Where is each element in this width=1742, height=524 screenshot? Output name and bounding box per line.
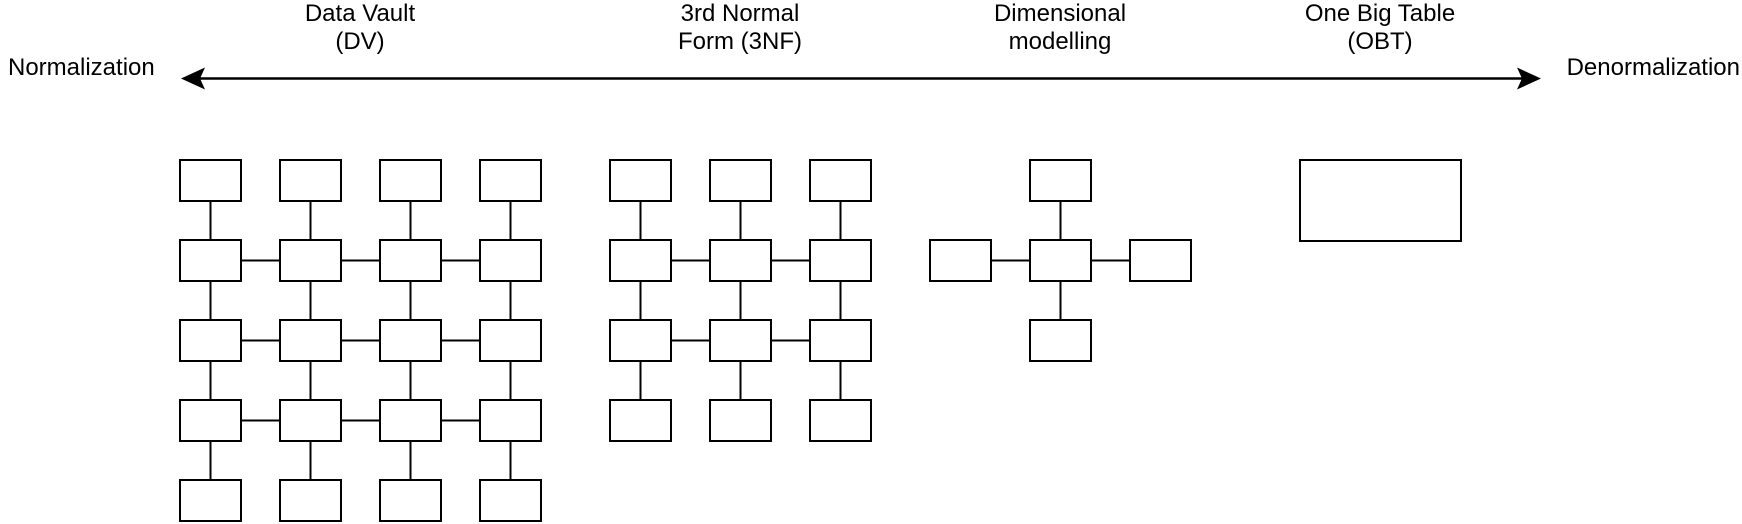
table-box [379, 159, 442, 202]
label-obt-line2: (OBT) [1347, 28, 1413, 55]
table-box [1029, 239, 1092, 282]
table-box [709, 239, 772, 282]
table-box [609, 319, 672, 362]
label-dimensional-modelling: Dimensional modelling [994, 0, 1126, 56]
table-box [279, 479, 342, 522]
table-box [1029, 159, 1092, 202]
denormalization-label: Denormalization [1566, 54, 1740, 81]
one-big-table-diagram [1299, 159, 1462, 242]
label-obt-line1: One Big Table [1304, 0, 1456, 27]
table-box [709, 399, 772, 442]
data-vault-diagram [179, 159, 542, 522]
label-3nf: 3rd Normal Form (3NF) [678, 0, 802, 56]
table-box [179, 239, 242, 282]
table-box [379, 319, 442, 362]
table-box [709, 319, 772, 362]
table-box [1129, 239, 1192, 282]
table-box [809, 319, 872, 362]
label-dimensional-line2: modelling [1008, 28, 1112, 55]
table-box [479, 159, 542, 202]
normalization-label: Normalization [8, 54, 155, 81]
table-box [479, 319, 542, 362]
table-box [279, 159, 342, 202]
label-dimensional-line1: Dimensional [993, 0, 1127, 27]
spectrum-arrow [181, 67, 1541, 90]
label-one-big-table: One Big Table (OBT) [1305, 0, 1455, 56]
table-box [379, 239, 442, 282]
label-3nf-line1: 3rd Normal [680, 0, 800, 27]
label-data-vault-line2: (DV) [335, 28, 385, 55]
arrow-head-left [181, 67, 205, 90]
table-box [709, 159, 772, 202]
table-box [809, 239, 872, 282]
table-box [179, 159, 242, 202]
third-normal-form-diagram [609, 159, 872, 442]
table-box [479, 239, 542, 282]
label-data-vault-line1: Data Vault [304, 0, 416, 27]
table-box [179, 479, 242, 522]
table-box [379, 479, 442, 522]
table-box [809, 399, 872, 442]
label-data-vault: Data Vault (DV) [305, 0, 415, 56]
table-box [379, 399, 442, 442]
table-box [479, 479, 542, 522]
table-box [279, 319, 342, 362]
table-box [179, 399, 242, 442]
table-box [279, 239, 342, 282]
table-box [929, 239, 992, 282]
table-box [179, 319, 242, 362]
table-box [609, 399, 672, 442]
table-box [609, 159, 672, 202]
label-3nf-line2: Form (3NF) [678, 28, 802, 55]
table-box [1029, 319, 1092, 362]
table-box [1299, 159, 1462, 242]
table-box [479, 399, 542, 442]
table-box [609, 239, 672, 282]
table-box [279, 399, 342, 442]
dimensional-modelling-diagram [929, 159, 1192, 362]
table-box [809, 159, 872, 202]
arrow-head-right [1517, 67, 1541, 90]
